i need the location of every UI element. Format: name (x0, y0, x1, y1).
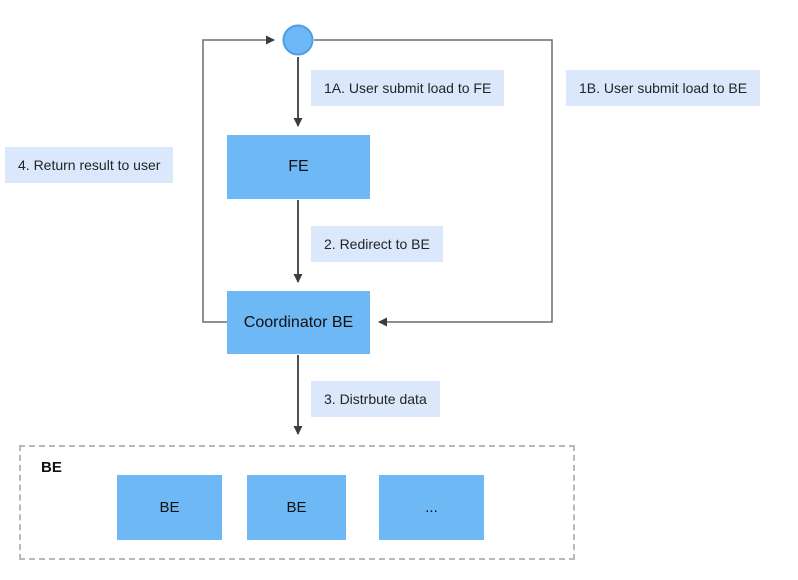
edge-label-3: 3. Distrbute data (311, 381, 440, 417)
edge-label-2: 2. Redirect to BE (311, 226, 443, 262)
be-group-container: BE BE BE ... (19, 445, 575, 560)
be-node-1-label: BE (159, 499, 180, 516)
be-group-label: BE (41, 459, 62, 476)
be-node-2: BE (247, 475, 346, 540)
edge-label-4: 4. Return result to user (5, 147, 174, 183)
be-node-1: BE (117, 475, 222, 540)
edge-user-submit-load-to-be (314, 39, 553, 327)
be-node-2-label: BE (286, 499, 307, 516)
be-node-3: ... (379, 475, 484, 540)
edge-return-result-to-user (202, 35, 275, 323)
edge-label-1b: 1B. User submit load to BE (566, 70, 761, 106)
coordinator-be-node: Coordinator BE (227, 291, 370, 354)
user-start-node (282, 24, 314, 56)
fe-node: FE (227, 135, 370, 199)
be-node-3-label: ... (425, 499, 438, 516)
edge-label-1a: 1A. User submit load to FE (311, 70, 505, 106)
coordinator-be-node-label: Coordinator BE (243, 313, 354, 331)
fe-node-label: FE (288, 158, 309, 175)
